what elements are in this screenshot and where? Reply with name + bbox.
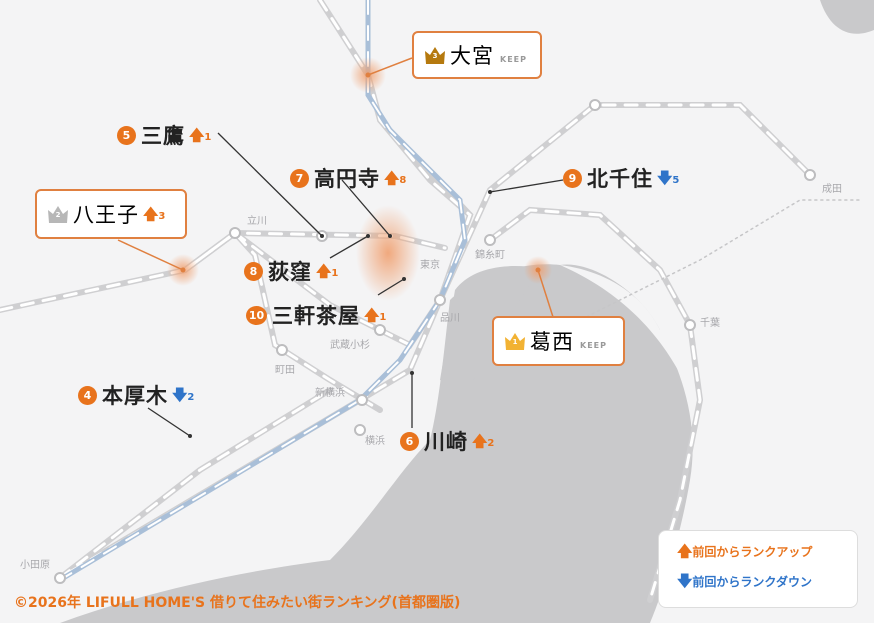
down-arrow-icon: 🡇: [677, 572, 693, 590]
up-arrow-icon: 🡅: [472, 431, 488, 450]
up-arrow-icon: 🡅: [143, 204, 159, 223]
sea-top-right: [820, 0, 874, 34]
station-label: 東京: [420, 260, 440, 271]
up-arrow-icon: 🡅: [189, 125, 205, 144]
up-arrow-icon: 🡅: [677, 542, 693, 560]
up-arrow-icon: 🡅: [364, 305, 380, 324]
station-name: 八王子: [73, 203, 139, 227]
station-label: 千葉: [700, 318, 720, 329]
bronze-crown-icon: 3: [424, 46, 446, 64]
rank-box-kasai[interactable]: 1 葛西 KEEP: [492, 316, 625, 366]
legend: 🡅前回からランクアップ 🡇前回からランクダウン: [658, 530, 858, 608]
rank-box-hachioji[interactable]: 2 八王子 🡅3: [35, 189, 187, 239]
keep-badge: KEEP: [500, 54, 527, 64]
down-arrow-icon: 🡇: [172, 385, 188, 404]
station-name: 葛西: [530, 330, 574, 354]
station-label: 立川: [247, 216, 267, 227]
gold-crown-icon: 1: [504, 332, 526, 350]
station-name: 大宮: [450, 44, 494, 68]
station-label: 錦糸町: [475, 250, 505, 261]
station-label: 新横浜: [315, 388, 345, 399]
station-label: 品川: [440, 313, 460, 324]
station-label: 成田: [822, 184, 842, 195]
bay-inner: [440, 266, 540, 390]
up-arrow-icon: 🡅: [384, 168, 400, 187]
station-label: 横浜: [365, 436, 385, 447]
legend-up: 🡅前回からランクアップ: [677, 542, 813, 560]
down-arrow-icon: 🡇: [657, 168, 673, 187]
legend-down: 🡇前回からランクダウン: [677, 572, 812, 590]
credit-text: ©2026年 LIFULL HOME'S 借りて住みたい街ランキング(首都圏版): [14, 595, 461, 611]
rank-change: 🡅3: [143, 204, 166, 223]
station-label: 町田: [275, 365, 295, 376]
up-arrow-icon: 🡅: [316, 261, 332, 280]
station-label: 武蔵小杉: [330, 340, 370, 351]
keep-badge: KEEP: [580, 340, 607, 350]
rank-box-omiya[interactable]: 3 大宮 KEEP: [412, 31, 542, 79]
station-label: 小田原: [20, 560, 50, 571]
silver-crown-icon: 2: [47, 205, 69, 223]
